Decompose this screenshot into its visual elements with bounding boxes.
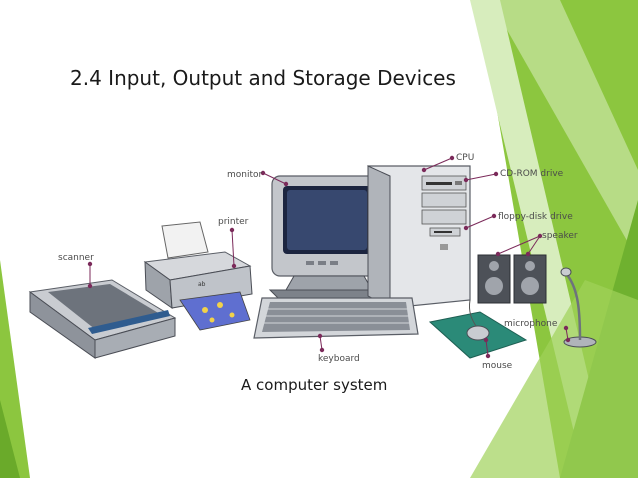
svg-text:ab: ab [198,281,206,288]
label-cpu: CPU [456,153,474,163]
mouse-illustration [428,299,528,359]
speakers-illustration [477,254,547,304]
label-floppy-disk-drive: floppy-disk drive [498,212,573,222]
scanner-illustration [28,279,177,359]
label-speaker: speaker [542,231,578,241]
label-monitor: monitor [227,170,263,180]
label-microphone: microphone [504,319,558,329]
label-keyboard: keyboard [318,354,360,364]
microphone-illustration [560,267,597,348]
pointer-dots [87,155,571,359]
keyboard-illustration [253,297,419,339]
label-scanner: scanner [58,253,94,263]
monitor-illustration [268,175,390,299]
pointer-lines [89,157,569,357]
slide-title: 2.4 Input, Output and Storage Devices [70,66,456,90]
figure-caption: A computer system [241,376,388,394]
printer-illustration: ab [143,221,253,331]
label-cd-rom-drive: CD-ROM drive [500,169,564,179]
cpu-tower-illustration [367,165,471,309]
label-mouse: mouse [482,361,513,371]
label-printer: printer [218,217,249,227]
